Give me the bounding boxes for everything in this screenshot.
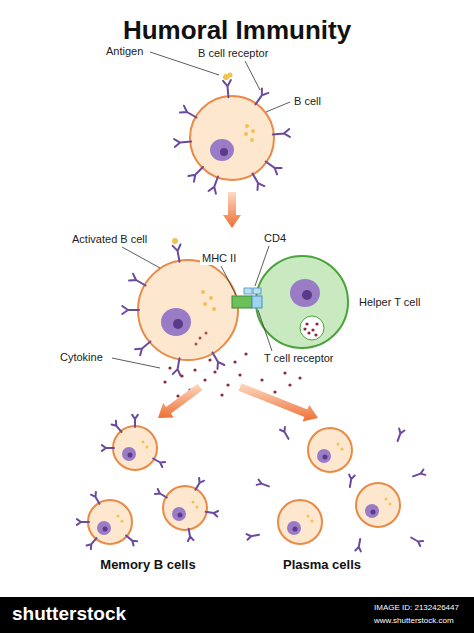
- cell-group: Memory B cells: [65, 420, 225, 580]
- receptor-symbol: [273, 129, 290, 137]
- receptor-symbol: [280, 427, 289, 439]
- part-label: B cell receptor: [196, 47, 270, 60]
- receptor-symbol: [91, 492, 100, 504]
- cell-node: Helper T cell: [252, 250, 442, 350]
- cytokine-dot: [168, 366, 171, 369]
- receptor-symbol: [209, 177, 218, 194]
- cd4: [244, 288, 261, 294]
- cytokine-dot: [163, 380, 166, 383]
- cytokine-dot: [303, 327, 306, 330]
- arrow-shape: [239, 383, 319, 421]
- receptor-symbol: [398, 429, 405, 441]
- title: Humoral Immunity: [123, 15, 351, 46]
- watermark: IMAGE ID: 2132426447: [372, 603, 461, 613]
- receptor-symbol: [155, 489, 167, 498]
- watermark: shutterstock: [10, 603, 128, 625]
- cytokine-dot: [226, 383, 229, 386]
- receptor-symbol: [257, 480, 269, 487]
- cell-node: B cell: [180, 82, 330, 190]
- receptor-symbol: [112, 421, 122, 432]
- cytokine-dot: [213, 370, 216, 373]
- receptor-symbol: [253, 174, 265, 191]
- receptor-symbol: [411, 538, 423, 547]
- cytokine-dot: [180, 374, 183, 377]
- helper-t-cell: [256, 256, 348, 348]
- cell-label: B cell: [292, 95, 323, 108]
- receptor-symbol: [77, 519, 89, 525]
- receptor-symbol: [355, 539, 361, 551]
- footer-bar: [0, 597, 474, 633]
- cytokine-dot: [203, 378, 206, 381]
- cytokine-dot: [288, 383, 291, 386]
- part-label: T cell receptor: [262, 352, 336, 365]
- cytokine-dot: [283, 371, 286, 374]
- receptor-symbol: [135, 341, 150, 355]
- receptor-symbol: [349, 475, 355, 487]
- arrow-shape: [158, 384, 202, 418]
- cytokine-dot: [208, 358, 211, 361]
- cytokine-dot: [220, 393, 223, 396]
- receptor-symbol: [153, 459, 165, 468]
- cytokine-dot: [314, 333, 317, 336]
- receptor-symbol: [247, 534, 259, 540]
- receptor-symbol: [256, 88, 269, 104]
- receptor-symbol: [188, 529, 194, 541]
- group-label: Memory B cells: [98, 557, 197, 573]
- receptor-symbol: [122, 306, 139, 314]
- receptor-symbol: [223, 80, 231, 97]
- receptor-symbol: [129, 274, 146, 286]
- cytokine-dot: [260, 378, 263, 381]
- mhc-ii: [232, 296, 252, 308]
- plasma-cells: [278, 428, 400, 544]
- group-label: Plasma cells: [281, 557, 363, 573]
- cytokine-dot: [176, 394, 179, 397]
- receptor-symbol: [180, 106, 197, 118]
- receptor-symbol: [196, 478, 205, 490]
- cell-label: Activated B cell: [70, 233, 149, 246]
- watermark: www.shutterstock.com: [372, 616, 456, 626]
- receptor-symbol: [87, 538, 97, 549]
- cell-label: Helper T cell: [357, 296, 422, 309]
- leader-lines: [112, 52, 290, 368]
- part-label: Antigen: [104, 45, 145, 58]
- receptor-symbol: [132, 415, 138, 427]
- process-arrow: [239, 383, 319, 421]
- part-label: Cytokine: [58, 351, 105, 364]
- receptor-symbol: [206, 511, 218, 517]
- receptor-symbol: [173, 358, 181, 375]
- arrow-shape: [223, 192, 241, 228]
- cytokine-dot: [238, 373, 241, 376]
- part-label: MHC II: [200, 252, 238, 265]
- tcr: [252, 296, 262, 308]
- cytokine-dot: [244, 352, 247, 355]
- cytokine-dot: [193, 368, 196, 371]
- cytokine-dot: [273, 390, 276, 393]
- cell-group: Plasma cells: [255, 420, 430, 580]
- receptor-symbol: [174, 139, 191, 147]
- antigen: [223, 73, 233, 81]
- receptor-symbol: [126, 535, 137, 545]
- receptor-symbol: [266, 162, 282, 175]
- cytokine-dot: [233, 360, 236, 363]
- cytokine-dot: [305, 322, 308, 325]
- receptor-symbol: [102, 445, 114, 451]
- receptors: [77, 80, 426, 551]
- receptor-symbol: [188, 167, 203, 182]
- memory-b-cells: [88, 426, 207, 544]
- cytokine-dot: [298, 376, 301, 379]
- receptor-symbol: [413, 470, 425, 477]
- process-arrow: [158, 384, 202, 418]
- cytokine-dot: [315, 322, 318, 325]
- process-arrow: [223, 192, 241, 228]
- receptor-symbol: [173, 245, 181, 262]
- part-label: CD4: [262, 232, 288, 245]
- cytokine-dot: [307, 331, 310, 334]
- cytokine-dot: [311, 328, 314, 331]
- receptor-symbol: [213, 352, 225, 369]
- activated-b-cell: [138, 238, 238, 360]
